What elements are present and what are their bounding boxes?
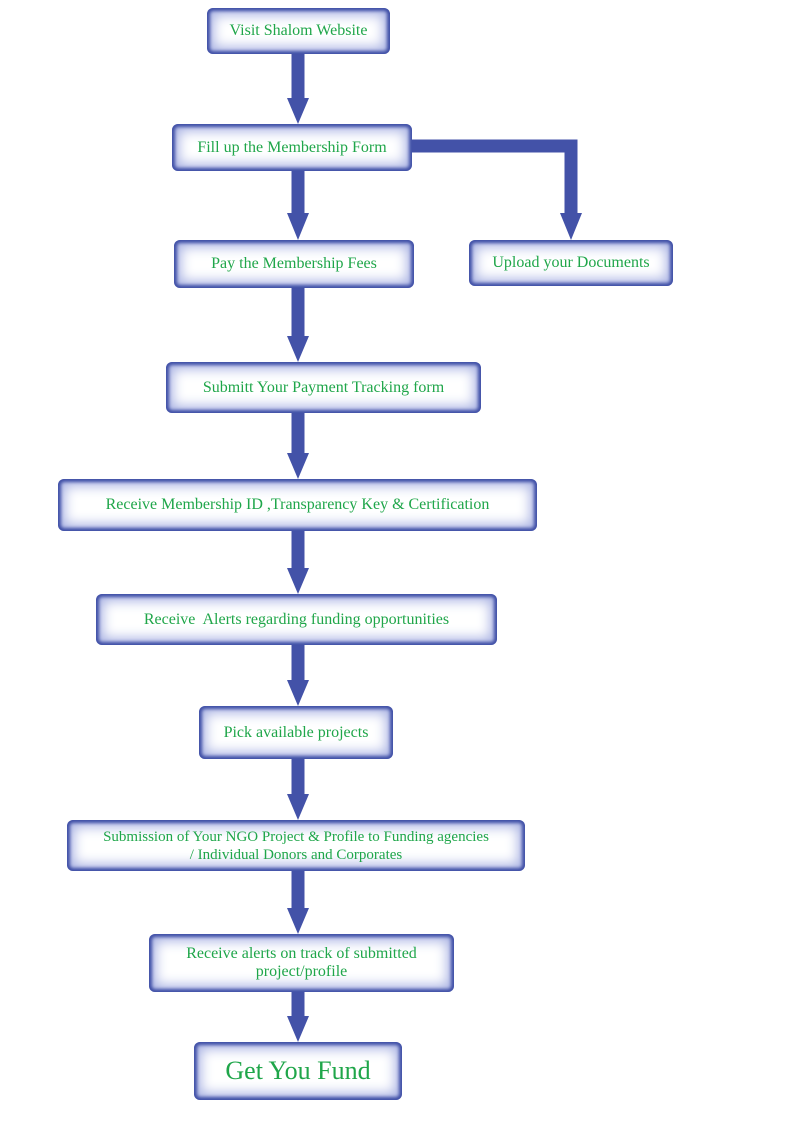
step-receive-membership-id-label: Receive Membership ID ,Transparency Key …	[105, 496, 490, 513]
step-receive-funding-alerts: Receive Alerts regarding funding opportu…	[96, 594, 497, 645]
step-track-submitted-project: Receive alerts on track of submitted pro…	[149, 934, 454, 992]
step-payment-tracking-form-label: Submitt Your Payment Tracking form	[202, 378, 445, 396]
arrow-visit-to-form	[287, 54, 309, 124]
step-submission-line-1: Submission of Your NGO Project & Profile…	[103, 828, 489, 845]
step-visit-website-label: Visit Shalom Website	[229, 22, 368, 39]
step-fill-membership-form: Fill up the Membership Form	[172, 124, 412, 171]
step-receive-membership-id: Receive Membership ID ,Transparency Key …	[58, 479, 537, 531]
arrow-track-to-fund	[287, 990, 309, 1042]
step-upload-documents-label: Upload your Documents	[492, 254, 650, 271]
step-receive-funding-alerts-label: Receive Alerts regarding funding opportu…	[143, 610, 450, 628]
arrow-id-to-alerts	[287, 530, 309, 594]
arrow-tracking-to-id	[287, 412, 309, 479]
step-visit-website: Visit Shalom Website	[207, 8, 390, 54]
step-fill-membership-form-label: Fill up the Membership Form	[197, 138, 387, 156]
step-pay-membership-fees: Pay the Membership Fees	[174, 240, 414, 288]
step-pay-membership-fees-label: Pay the Membership Fees	[211, 255, 377, 272]
step-submission-to-funders: Submission of Your NGO Project & Profile…	[67, 820, 525, 871]
step-track-line-2: project/profile	[255, 963, 348, 980]
arrow-alerts-to-pick	[287, 644, 309, 706]
step-submission-line-2: / Individual Donors and Corporates	[189, 846, 403, 863]
step-get-fund-label: Get You Fund	[225, 1056, 371, 1085]
step-upload-documents: Upload your Documents	[469, 240, 673, 286]
step-pick-available-projects-label: Pick available projects	[223, 723, 369, 741]
step-get-fund: Get You Fund	[194, 1042, 402, 1100]
step-track-line-1: Receive alerts on track of submitted	[186, 945, 417, 962]
arrow-form-to-upload	[410, 139, 582, 240]
arrow-pick-to-submission	[287, 758, 309, 820]
step-pick-available-projects: Pick available projects	[199, 706, 393, 759]
arrow-pay-to-tracking	[287, 288, 309, 362]
step-payment-tracking-form: Submitt Your Payment Tracking form	[166, 362, 481, 413]
arrow-submission-to-track	[287, 870, 309, 934]
arrow-form-to-pay	[287, 170, 309, 240]
